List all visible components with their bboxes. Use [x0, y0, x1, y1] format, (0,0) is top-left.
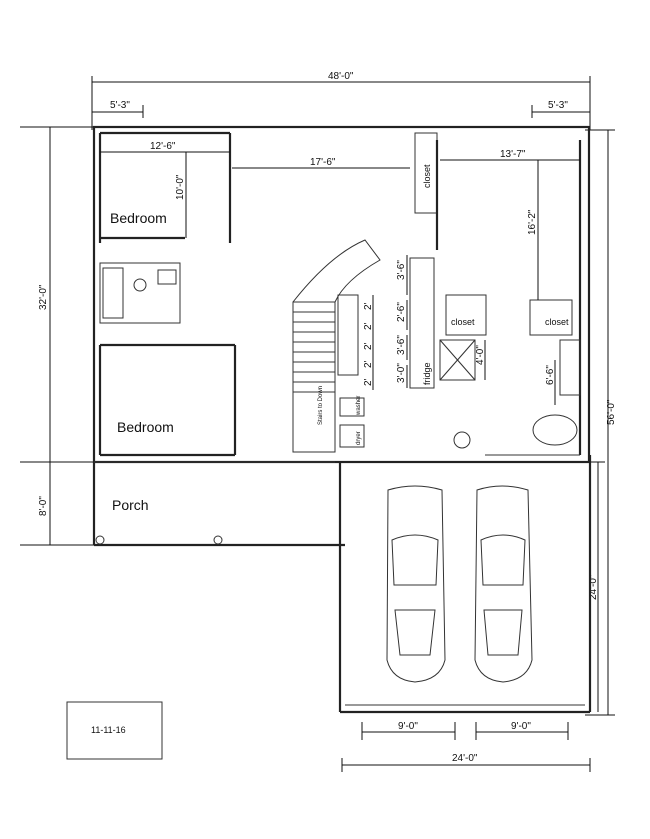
- stair-dim-a: 2': [363, 302, 374, 310]
- dimension-house-depth: 32'-0" 8'-0": [20, 126, 95, 546]
- porch-depth-label: 8'-0": [38, 496, 49, 516]
- room-labels: Bedroom Bedroom Porch closet closet clos…: [110, 164, 569, 513]
- bedroom1-depth-label: 10'-0": [175, 174, 186, 200]
- porch-area: [92, 461, 345, 547]
- car-left: [386, 485, 446, 683]
- house-depth-label: 32'-0": [38, 284, 49, 310]
- car-right: [474, 485, 533, 683]
- washer-label: washer: [356, 396, 362, 416]
- master-depth-label: 16'-2": [527, 209, 538, 235]
- closet-entry-label: closet: [422, 164, 432, 188]
- kitchen-dim-b: 2'-6": [396, 302, 407, 322]
- garage-width-label: 24'-0": [452, 753, 478, 764]
- living-width-label: 17'-6": [310, 157, 336, 168]
- closet-master-right-label: closet: [545, 317, 569, 327]
- garage-depth-label: 24'-0": [588, 574, 599, 600]
- garage: 9'-0" 9'-0" 24'-0": [338, 455, 592, 772]
- overall-width-label: 48'-0": [328, 71, 354, 82]
- interior-dimensions: 12'-6" 10'-0" 17'-6" 13'-7" 16'-2" 4'-0"…: [100, 141, 580, 405]
- dimension-overall-depth: 56'-0" 24'-0": [585, 129, 617, 716]
- bedroom1-width-label: 12'-6": [150, 141, 176, 152]
- stair-dim-e: 2': [363, 378, 374, 386]
- bedroom-lower-label: Bedroom: [117, 419, 174, 435]
- stair-dim-d: 2': [363, 360, 374, 368]
- closet-dim-label: 4'-0": [475, 345, 486, 365]
- kitchen-dim-d: 3'-0": [396, 363, 407, 383]
- right-offset-label: 5'-3": [548, 100, 568, 111]
- date-stamp-label: 11-11-16: [91, 725, 126, 735]
- date-stamp: 11-11-16: [66, 701, 163, 760]
- overall-depth-label: 56'-0": [606, 399, 617, 425]
- left-offset-label: 5'-3": [110, 100, 130, 111]
- house-walls: [92, 125, 591, 464]
- garage-bay-right-label: 9'-0": [511, 721, 531, 732]
- stair-dim-b: 2': [363, 322, 374, 330]
- fridge-label: fridge: [422, 362, 432, 385]
- kitchen-dim-c: 3'-6": [396, 335, 407, 355]
- kitchen-dim-a: 3'-6": [396, 260, 407, 280]
- stair-dim-c: 2': [363, 342, 374, 350]
- bath-dim-label: 6'-6": [545, 365, 556, 385]
- master-width-label: 13'-7": [500, 149, 526, 160]
- stairs-note-label: Stairs to Down: [318, 386, 324, 425]
- garage-bay-left-label: 9'-0": [398, 721, 418, 732]
- dimension-overall-width: 48'-0" 5'-3" 5'-3": [91, 71, 591, 130]
- dryer-label: dryer: [356, 431, 362, 445]
- bedroom-upper-label: Bedroom: [110, 210, 167, 226]
- closet-master-left-label: closet: [451, 317, 475, 327]
- porch-label: Porch: [112, 497, 149, 513]
